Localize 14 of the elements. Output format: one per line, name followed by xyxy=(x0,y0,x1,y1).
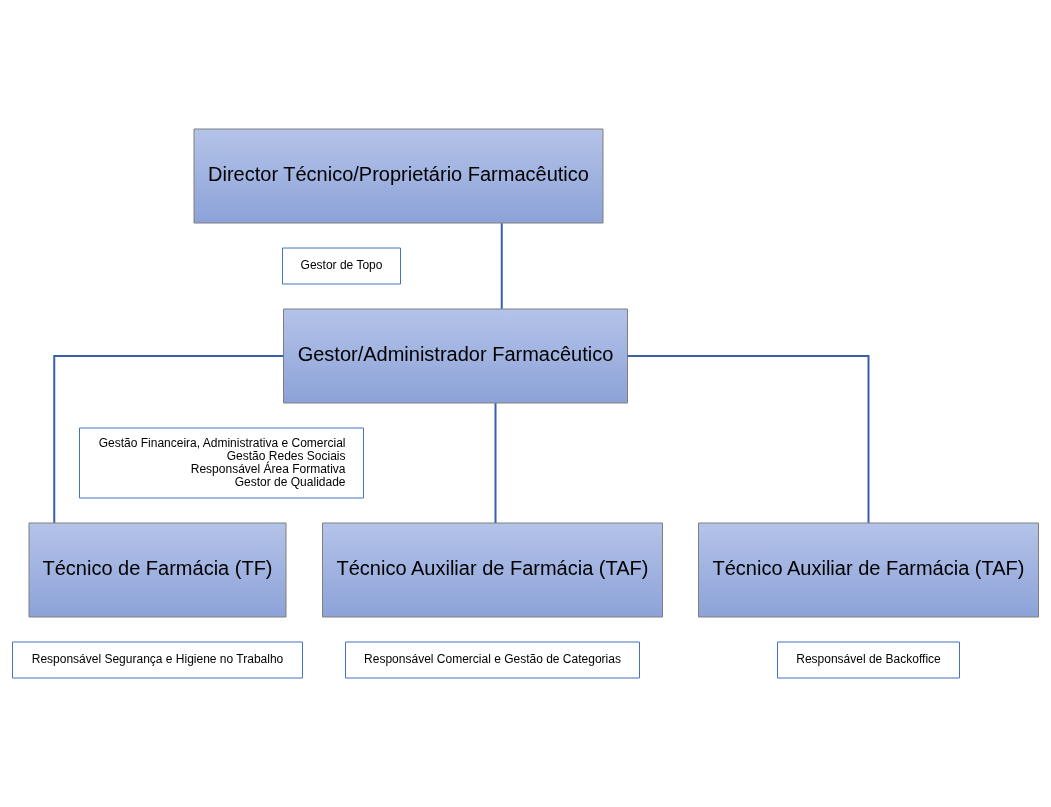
node-box: Técnico Auxiliar de Farmácia (TAF) xyxy=(322,522,663,618)
node-box: Técnico Auxiliar de Farmácia (TAF) xyxy=(698,522,1039,618)
connector xyxy=(500,222,503,310)
node-box: Responsável de Backoffice xyxy=(777,641,960,679)
connector xyxy=(626,355,870,524)
node-box: Responsável Segurança e Higiene no Trabalho xyxy=(12,641,303,679)
connector xyxy=(494,402,497,524)
connector xyxy=(53,355,285,524)
node-box: Gestor/Administrador Farmacêutico xyxy=(283,308,628,404)
node-box: Gestão Financeira, Administrativa e Comercial Gestão Redes Sociais Responsável Área Formativa Gestor de Qualidade xyxy=(79,427,364,499)
node-box: Director Técnico/Proprietário Farmacêutico xyxy=(193,128,604,224)
node-box: Gestor de Topo xyxy=(282,247,401,285)
node-box: Técnico de Farmácia (TF) xyxy=(28,522,287,618)
node-box: Responsável Comercial e Gestão de Categorias xyxy=(345,641,640,679)
